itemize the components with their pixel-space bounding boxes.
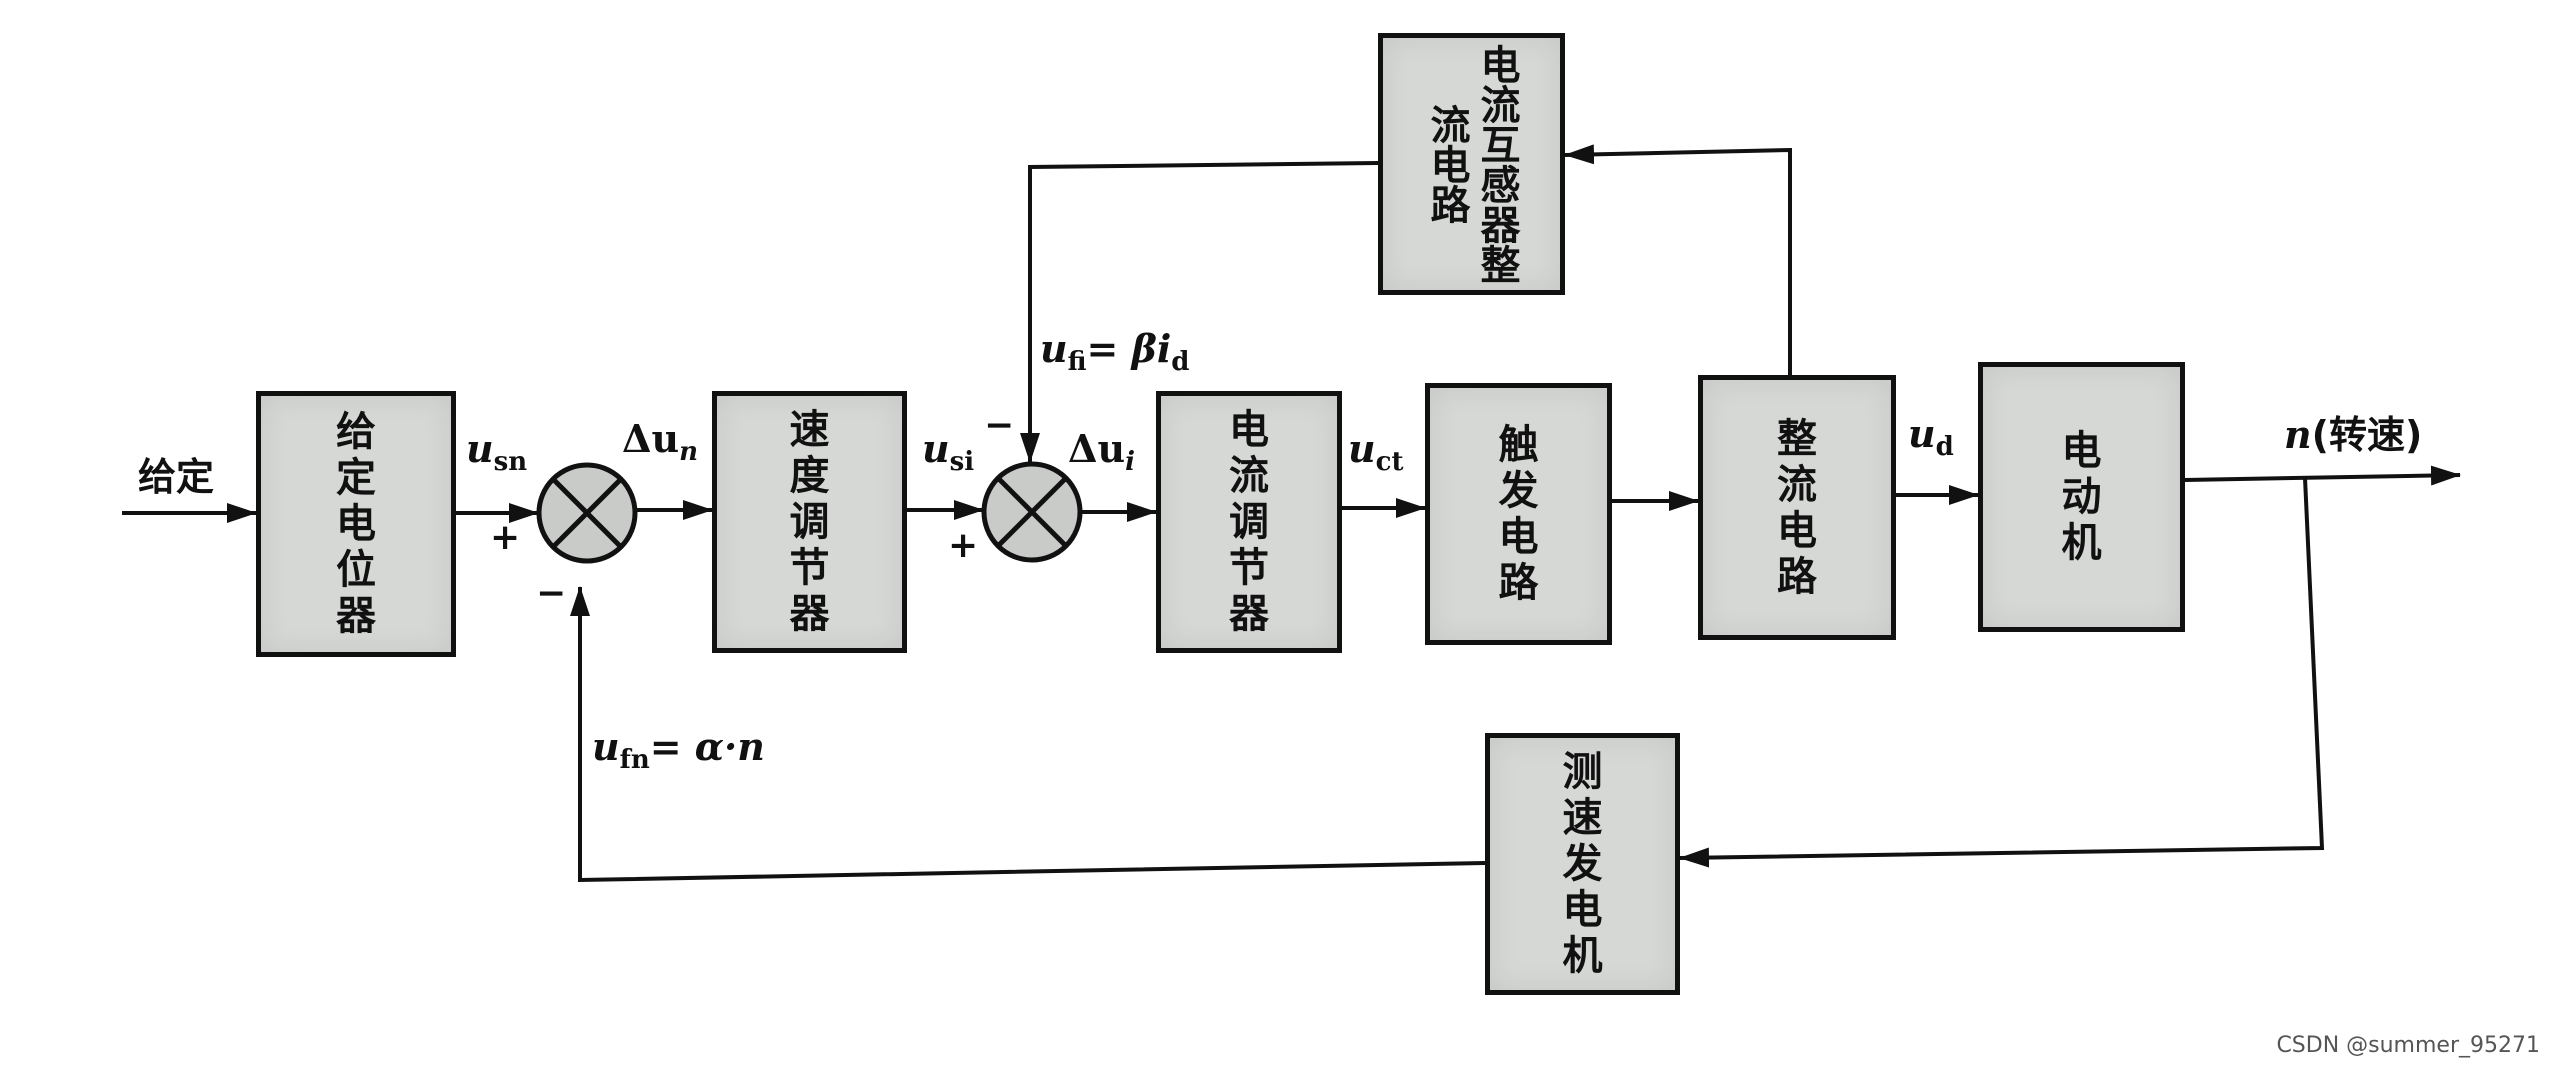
label-usn-main: u — [466, 426, 494, 471]
label-delta-un-sub: n — [679, 437, 699, 467]
watermark: CSDN @summer_95271 — [2276, 1033, 2540, 1058]
label-ufi-main: u — [1040, 326, 1068, 371]
current-feedback-line — [1020, 161, 1379, 463]
summing-junction-current — [981, 461, 1083, 563]
block-current-transformer: 电流互感器整流电路 — [1378, 33, 1565, 295]
block-tachogenerator-label: 测速发电机 — [1562, 749, 1603, 979]
label-output-desc: (转速) — [2311, 413, 2423, 457]
label-uct-main: u — [1348, 426, 1376, 471]
label-ud: ud — [1908, 415, 1954, 462]
label-uct: uct — [1348, 430, 1404, 477]
block-rectifier-circuit: 整流电路 — [1698, 375, 1896, 640]
block-current-regulator-label: 电流调节器 — [1229, 407, 1269, 637]
block-setpoint-label: 给定电位器 — [336, 409, 376, 639]
summing-junction-speed — [536, 462, 638, 564]
block-trigger-label: 触发电路 — [1498, 422, 1539, 606]
label-uct-sub: ct — [1375, 447, 1404, 477]
label-usi: usi — [922, 430, 975, 477]
label-ufn-main: u — [592, 724, 620, 769]
sign-sum2-plus: + — [948, 525, 979, 566]
label-input: 给定 — [138, 455, 215, 499]
block-current-regulator: 电流调节器 — [1156, 391, 1342, 653]
label-delta-ui: Δui — [1068, 430, 1136, 477]
block-motor: 电动机 — [1978, 362, 2185, 632]
label-delta-ui-sub: i — [1125, 447, 1136, 477]
block-motor-label: 电动机 — [2061, 428, 2102, 566]
label-ufi-eq-sub: d — [1171, 347, 1190, 377]
label-usi-main: u — [922, 426, 950, 471]
sign-sum1-minus: − — [536, 573, 567, 614]
block-speed-regulator: 速度调节器 — [712, 391, 907, 653]
output-arrow — [2184, 465, 2461, 486]
label-ufn: ufn= α·n — [592, 728, 765, 775]
speed-feedback-line — [1679, 477, 2325, 868]
label-delta-un: Δun — [622, 420, 699, 467]
sign-sum2-minus: − — [984, 405, 1015, 446]
sign-sum1-plus: + — [490, 517, 521, 558]
label-usi-sub: si — [949, 447, 975, 477]
speed-feedback-return — [570, 586, 1486, 883]
block-speed-regulator-label: 速度调节器 — [789, 407, 830, 637]
label-delta-ui-main: Δu — [1068, 426, 1126, 471]
label-usn-sub: sn — [493, 447, 528, 477]
label-output-n-main: n — [2284, 412, 2312, 457]
label-ufi-eq: = βi — [1086, 326, 1172, 371]
label-ufn-sub: fn — [619, 745, 650, 775]
block-tachogenerator: 测速发电机 — [1485, 733, 1680, 995]
label-usn: usn — [466, 430, 528, 477]
block-current-transformer-label: 电流互感器整流电路 — [1423, 44, 1520, 284]
label-delta-un-main: Δu — [622, 416, 680, 461]
label-ud-sub: d — [1935, 432, 1954, 462]
label-ufn-eq: = α·n — [649, 724, 765, 769]
block-rectifier-label: 整流电路 — [1777, 415, 1817, 600]
label-ufi-sub: fi — [1067, 347, 1087, 377]
block-setpoint-potentiometer: 给定电位器 — [256, 391, 456, 657]
current-sense-line — [1564, 144, 1792, 375]
label-ud-main: u — [1908, 411, 1936, 456]
label-output-n: n(转速) — [2284, 413, 2423, 457]
label-ufi: ufi= βid — [1040, 330, 1190, 377]
block-trigger-circuit: 触发电路 — [1425, 383, 1612, 645]
